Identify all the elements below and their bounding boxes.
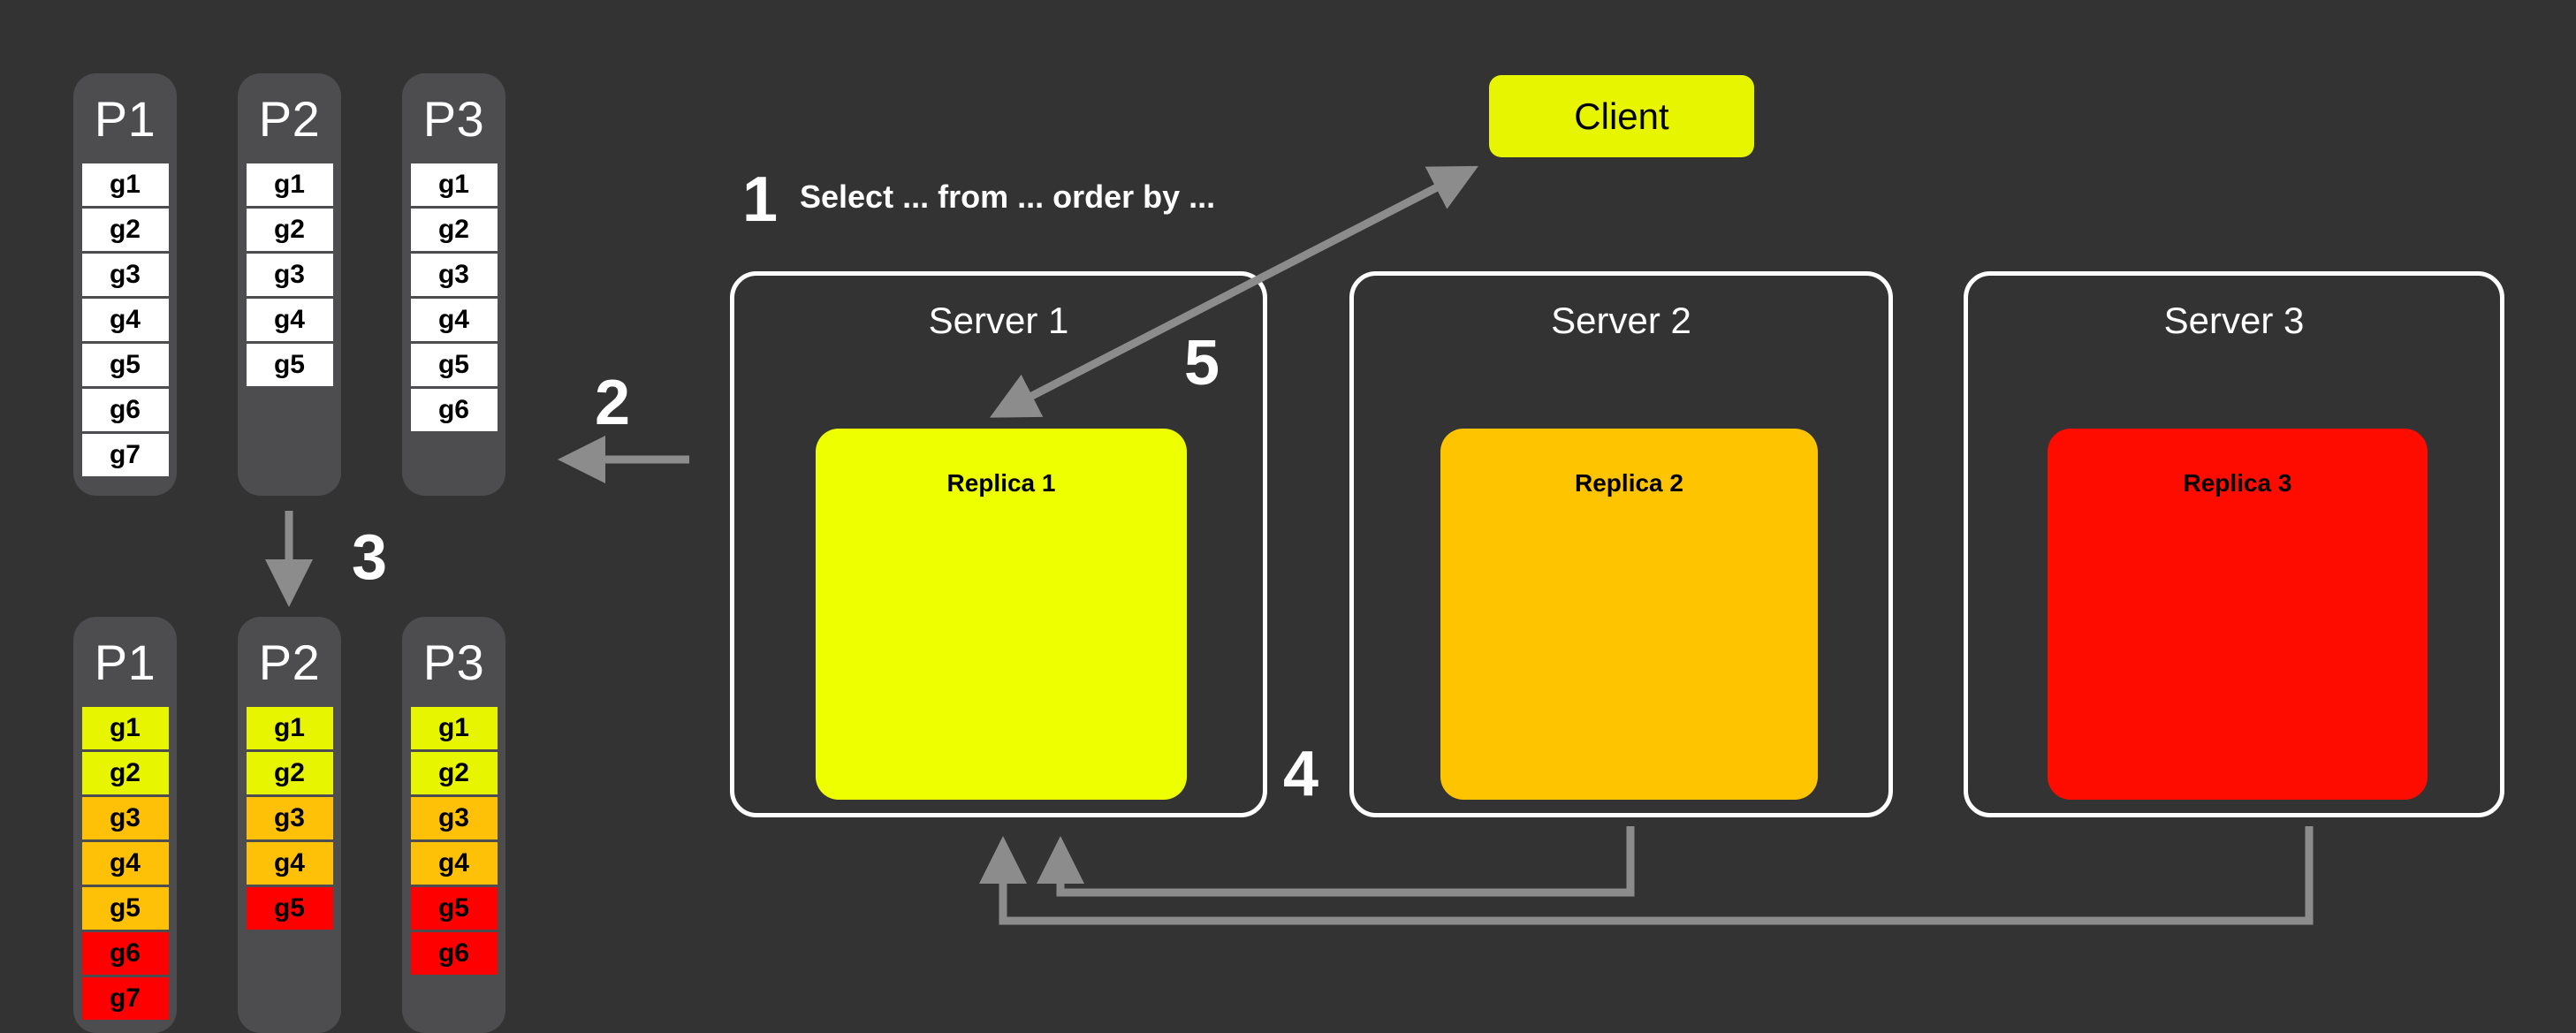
step-1-number: 1	[742, 164, 779, 235]
partition-cell: g6	[81, 932, 169, 975]
partition-cell: g3	[410, 254, 498, 296]
partition-cell: g1	[81, 163, 169, 206]
partition-title: P3	[422, 91, 485, 147]
replica-1-box[interactable]: Replica 1	[816, 429, 1187, 800]
partition-cell: g2	[410, 752, 498, 794]
replica-2-label: Replica 2	[1575, 469, 1683, 497]
partition-cell: g5	[81, 887, 169, 930]
partition-column-p3-bottom: P3 g1 g2 g3 g4 g5 g6	[402, 617, 505, 1033]
partition-cell: g5	[81, 344, 169, 386]
partition-column-p3-top: P3 g1 g2 g3 g4 g5 g6	[402, 73, 505, 496]
partition-cell: g3	[81, 797, 169, 839]
partition-cell: g2	[81, 752, 169, 794]
partition-cell: g4	[246, 842, 333, 885]
client-box[interactable]: Client	[1489, 75, 1754, 157]
partition-cell: g1	[246, 163, 333, 206]
client-label: Client	[1574, 95, 1669, 137]
partition-cell: g5	[246, 344, 333, 386]
step-5-number: 5	[1184, 328, 1220, 399]
partition-cell: g3	[410, 797, 498, 839]
step-4-number: 4	[1283, 739, 1319, 809]
server-2-box: Server 2 Replica 2	[1349, 271, 1893, 817]
replica-2-box[interactable]: Replica 2	[1440, 429, 1818, 800]
partition-title: P1	[94, 91, 156, 147]
step-4-connector-server3	[979, 826, 2314, 925]
partition-cells: g1 g2 g3 g4 g5 g6 g7	[73, 163, 177, 476]
partition-cell: g5	[246, 887, 333, 930]
partition-cell: g5	[410, 344, 498, 386]
partition-cell: g4	[410, 299, 498, 341]
partition-cell: g1	[81, 707, 169, 749]
partition-cell: g7	[81, 434, 169, 476]
partition-cell: g2	[246, 209, 333, 251]
partition-title: P2	[258, 91, 321, 147]
partition-cell: g4	[246, 299, 333, 341]
partition-cell: g3	[81, 254, 169, 296]
partition-column-p2-bottom: P2 g1 g2 g3 g4 g5	[238, 617, 341, 1033]
partition-title: P2	[258, 634, 321, 690]
partition-column-p1-bottom: P1 g1 g2 g3 g4 g5 g6 g7	[73, 617, 177, 1033]
partition-cell: g2	[81, 209, 169, 251]
partition-cell: g4	[81, 842, 169, 885]
partition-column-p2-top: P2 g1 g2 g3 g4 g5	[238, 73, 341, 496]
server-2-title: Server 2	[1551, 300, 1691, 341]
partition-cell: g2	[410, 209, 498, 251]
partition-cell: g1	[410, 163, 498, 206]
partition-title: P3	[422, 634, 485, 690]
server-3-title: Server 3	[2163, 300, 2305, 341]
partition-cell: g5	[410, 887, 498, 930]
partition-cell: g1	[246, 707, 333, 749]
partition-cells: g1 g2 g3 g4 g5 g6 g7	[73, 707, 177, 1020]
partition-cell: g6	[81, 389, 169, 431]
partition-cell: g4	[410, 842, 498, 885]
partition-cell: g4	[81, 299, 169, 341]
partition-cells: g1 g2 g3 g4 g5 g6	[402, 163, 505, 431]
replica-3-label: Replica 3	[2183, 469, 2292, 497]
step-3-number: 3	[352, 522, 388, 593]
partition-cell: g7	[81, 977, 169, 1020]
step-2-number: 2	[595, 368, 631, 438]
replica-3-box[interactable]: Replica 3	[2048, 429, 2428, 800]
partition-cell: g3	[246, 797, 333, 839]
partition-column-p1-top: P1 g1 g2 g3 g4 g5 g6 g7	[73, 73, 177, 496]
query-statement-label: Select ... from ... order by ...	[800, 178, 1216, 215]
partition-cells: g1 g2 g3 g4 g5 g6	[402, 707, 505, 975]
partition-cell: g6	[410, 932, 498, 975]
server-3-box: Server 3 Replica 3	[1964, 271, 2504, 817]
step-4-connector-server2	[1037, 826, 1635, 897]
partition-cell: g1	[410, 707, 498, 749]
replica-1-label: Replica 1	[946, 469, 1056, 497]
partition-cell: g2	[246, 752, 333, 794]
partition-title: P1	[94, 634, 156, 690]
partition-cell: g6	[410, 389, 498, 431]
partition-cells: g1 g2 g3 g4 g5	[238, 707, 341, 930]
server-1-box: Server 1 Replica 1	[730, 271, 1267, 817]
partition-cell: g3	[246, 254, 333, 296]
partition-cells: g1 g2 g3 g4 g5	[238, 163, 341, 386]
